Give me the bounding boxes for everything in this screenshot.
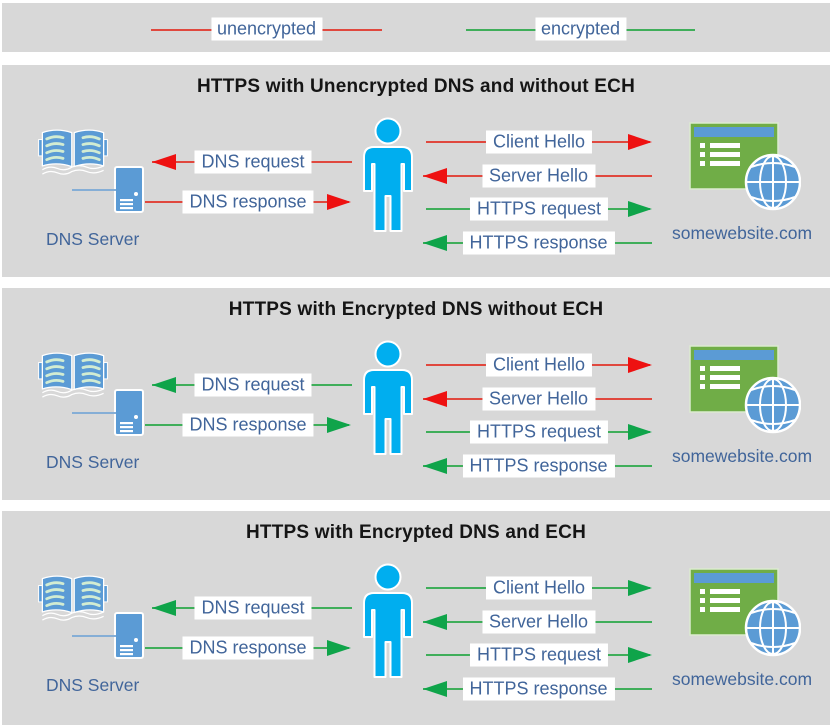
- website-label: somewebsite.com: [671, 446, 813, 466]
- website-globe-icon: [689, 345, 801, 434]
- panel-title: HTTPS with Encrypted DNS without ECH: [228, 299, 604, 320]
- arrow-label: Client Hello: [485, 353, 593, 377]
- arrowhead-left-icon: [423, 458, 447, 474]
- arrow-label: HTTPS request: [469, 643, 609, 667]
- arrow-client-hello: Client Hello: [426, 574, 652, 602]
- website-globe-icon: [689, 122, 801, 211]
- arrowhead-left-icon: [423, 235, 447, 251]
- arrowhead-right-icon: [327, 417, 351, 433]
- arrowhead-right-icon: [628, 647, 652, 663]
- arrowhead-right-icon: [327, 194, 351, 210]
- arrow-label: HTTPS response: [462, 231, 615, 255]
- dns-server-label: DNS Server: [46, 675, 140, 695]
- arrow-server-hello: Server Hello: [423, 608, 654, 636]
- arrowhead-left-icon: [152, 377, 176, 393]
- arrow-label: Server Hello: [481, 610, 596, 634]
- arrow-label: DNS response: [182, 413, 314, 437]
- arrow-https-response: HTTPS response: [423, 229, 654, 257]
- encrypted-label: encrypted: [534, 17, 627, 41]
- panel-title: HTTPS with Unencrypted DNS and without E…: [196, 76, 635, 97]
- unencrypted-label: unencrypted: [210, 17, 323, 41]
- website-label: somewebsite.com: [671, 669, 813, 689]
- dns-connector-line: [72, 635, 116, 637]
- arrow-label: Client Hello: [485, 130, 593, 154]
- arrowhead-left-icon: [152, 154, 176, 170]
- arrow-https-response: HTTPS response: [423, 452, 654, 480]
- arrowhead-right-icon: [628, 134, 652, 150]
- arrow-label: Server Hello: [481, 164, 596, 188]
- arrowhead-left-icon: [423, 168, 447, 184]
- legend-item-unencrypted: unencrypted: [151, 16, 382, 42]
- website-globe-icon: [689, 568, 801, 657]
- arrowhead-left-icon: [152, 600, 176, 616]
- arrow-server-hello: Server Hello: [423, 162, 654, 190]
- arrowhead-right-icon: [628, 201, 652, 217]
- arrow-label: DNS request: [194, 373, 312, 397]
- arrow-label: HTTPS request: [469, 197, 609, 221]
- arrowhead-right-icon: [628, 580, 652, 596]
- arrow-label: Server Hello: [481, 387, 596, 411]
- arrow-label: DNS response: [182, 636, 314, 660]
- arrow-https-response: HTTPS response: [423, 675, 654, 703]
- user-person-icon: [363, 340, 413, 455]
- user-person-icon: [363, 563, 413, 678]
- dns-connector-line: [72, 189, 116, 191]
- dns-book-icon: [38, 574, 108, 622]
- arrow-dns-request: DNS request: [152, 148, 354, 176]
- dns-connector-line: [72, 412, 116, 414]
- arrow-client-hello: Client Hello: [426, 351, 652, 379]
- dns-server-icon: [114, 166, 144, 213]
- arrow-dns-request: DNS request: [152, 594, 354, 622]
- arrow-label: DNS request: [194, 596, 312, 620]
- arrow-server-hello: Server Hello: [423, 385, 654, 413]
- arrow-client-hello: Client Hello: [426, 128, 652, 156]
- panel-encrypted-dns-with-ech: HTTPS with Encrypted DNS and ECH DNS Ser…: [2, 511, 830, 725]
- dns-server-label: DNS Server: [46, 452, 140, 472]
- panel-encrypted-dns-no-ech: HTTPS with Encrypted DNS without ECH DNS…: [2, 288, 830, 500]
- arrow-dns-response: DNS response: [145, 188, 351, 216]
- arrow-dns-response: DNS response: [145, 411, 351, 439]
- legend-bar: unencrypted encrypted: [2, 3, 830, 52]
- dns-server-icon: [114, 389, 144, 436]
- dns-book-icon: [38, 128, 108, 176]
- dns-server-label: DNS Server: [46, 229, 140, 249]
- legend-item-encrypted: encrypted: [466, 16, 695, 42]
- arrow-https-request: HTTPS request: [426, 418, 652, 446]
- arrowhead-right-icon: [628, 357, 652, 373]
- arrowhead-left-icon: [423, 391, 447, 407]
- arrow-label: Client Hello: [485, 576, 593, 600]
- user-person-icon: [363, 117, 413, 232]
- arrow-dns-request: DNS request: [152, 371, 354, 399]
- dns-server-icon: [114, 612, 144, 659]
- panel-title: HTTPS with Encrypted DNS and ECH: [246, 522, 586, 543]
- arrowhead-right-icon: [327, 640, 351, 656]
- arrow-https-request: HTTPS request: [426, 641, 652, 669]
- arrow-label: DNS request: [194, 150, 312, 174]
- arrowhead-left-icon: [423, 681, 447, 697]
- arrow-label: HTTPS request: [469, 420, 609, 444]
- arrowhead-left-icon: [423, 614, 447, 630]
- website-label: somewebsite.com: [671, 223, 813, 243]
- panel-unencrypted-dns-no-ech: HTTPS with Unencrypted DNS and without E…: [2, 65, 830, 277]
- arrow-label: HTTPS response: [462, 454, 615, 478]
- dns-book-icon: [38, 351, 108, 399]
- arrow-label: DNS response: [182, 190, 314, 214]
- arrow-label: HTTPS response: [462, 677, 615, 701]
- arrow-https-request: HTTPS request: [426, 195, 652, 223]
- arrow-dns-response: DNS response: [145, 634, 351, 662]
- arrowhead-right-icon: [628, 424, 652, 440]
